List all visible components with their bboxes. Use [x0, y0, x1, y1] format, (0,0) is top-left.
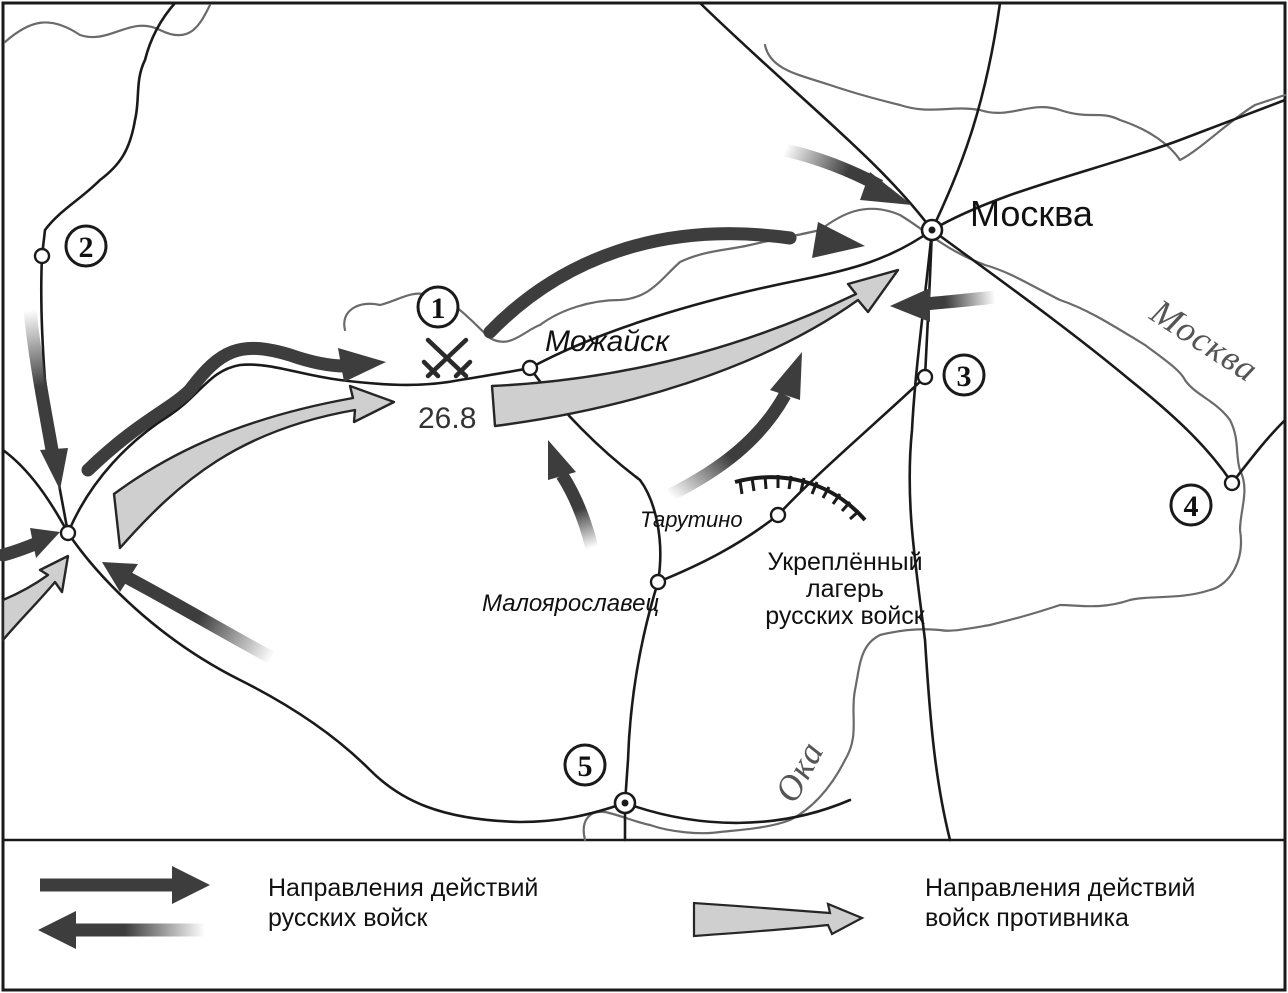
legend: Направления действий русских войск Напра… [38, 866, 1195, 949]
rivers [3, 3, 1287, 842]
marker-2: 2 [64, 224, 108, 268]
river-north-east [763, 43, 1287, 162]
road-moscow-southeast [930, 228, 1234, 485]
city-dots [33, 218, 1241, 815]
road-malo-tarutino [656, 513, 780, 584]
russian-arrow-moscow-east [924, 290, 996, 311]
city-dot-icon [613, 791, 637, 815]
russian-arrow-mozhaysk-moscow [483, 227, 797, 339]
river-oka-bend [582, 810, 652, 842]
road-moscow-north [930, 1, 1002, 232]
label-tarutino: Тарутино [640, 507, 743, 532]
town-dot-4 [1223, 474, 1241, 492]
svg-text:3: 3 [957, 360, 972, 393]
russian-arrowhead-mozhaysk-moscow [812, 222, 865, 258]
road-north-west [40, 1, 177, 258]
river-north-west [3, 3, 212, 44]
russian-arrow-malo-north [556, 471, 599, 550]
label-camp-1: Укреплённый [767, 548, 922, 576]
enemy-arrow-west-edge [1, 554, 70, 642]
russian-arrow-west-borodino [81, 342, 352, 477]
russian-arrowhead-west-edge [30, 528, 60, 558]
road-sw-loop [66, 531, 627, 824]
russian-arrowhead-north-south [40, 448, 68, 490]
marker-4: 4 [1169, 483, 1213, 527]
river-moskva-upper [343, 207, 1246, 835]
town-dot-mozhaysk [521, 359, 539, 377]
svg-text:4: 4 [1184, 490, 1199, 523]
crossed-swords-icon [421, 337, 473, 379]
legend-russian-arrow-solid [40, 866, 210, 904]
russian-faded-movements [23, 143, 996, 664]
road-malo-south [623, 580, 660, 842]
road-west-moscow [66, 228, 934, 535]
marker-3: 3 [942, 353, 986, 397]
russian-movements [0, 222, 865, 562]
label-camp-3: русских войск [765, 602, 926, 630]
russian-arrow-north-south [23, 309, 59, 452]
town-dot-west [59, 524, 77, 542]
road-moscow-south [908, 228, 952, 842]
label-moscow: Москва [970, 193, 1094, 234]
legend-russian-line2: русских войск [268, 904, 429, 932]
road-west-exit [1, 448, 70, 535]
label-battle-date: 26.8 [418, 402, 476, 435]
town-dot-3 [916, 368, 934, 386]
legend-enemy-line2: войск противника [925, 904, 1129, 932]
russian-arrowhead-southwest [102, 562, 138, 592]
label-camp-2: лагерь [806, 575, 884, 603]
road-east-exit [1230, 418, 1287, 485]
road-south-east [623, 798, 852, 825]
russian-arrowhead-west-borodino [338, 348, 386, 382]
enemy-arrow-mozhaysk-moscow [490, 268, 900, 428]
russian-arrow-west-edge [0, 537, 42, 562]
russian-arrowhead-malo-north [548, 440, 576, 480]
marker-5: 5 [563, 743, 607, 787]
town-dot-tarutino [769, 506, 787, 524]
road-tarutino-3 [776, 375, 927, 517]
town-dot-maloyaroslavets [649, 573, 667, 591]
svg-text:5: 5 [578, 750, 593, 783]
legend-russian-line1: Направления действий [268, 874, 538, 902]
russian-arrowhead-moscow-east [890, 288, 930, 322]
numbered-markers: 1 2 3 4 5 [64, 224, 1213, 787]
marker-1: 1 [416, 285, 460, 329]
russian-arrowhead-tarutino-march [770, 352, 802, 400]
road-moscow-northeast [930, 98, 1287, 232]
road-moscow-northwest [698, 1, 934, 232]
russian-arrowhead-retreat-moscow-west [860, 172, 912, 205]
russian-arrow-tarutino-march [667, 391, 791, 501]
enemy-arrow-west-main [112, 384, 396, 550]
enemy-movements [1, 268, 900, 642]
russian-arrow-southwest [124, 572, 276, 664]
legend-enemy-line1: Направления действий [925, 874, 1195, 902]
label-mozhaysk: Можайск [545, 325, 671, 358]
fortification-icon [734, 475, 867, 522]
legend-enemy-arrow [692, 901, 865, 938]
city-dot-icon [920, 218, 944, 242]
label-maloyaroslavets: Малоярославец [482, 590, 659, 617]
svg-text:1: 1 [431, 292, 446, 325]
legend-russian-arrow-faded [38, 911, 205, 949]
svg-text:2: 2 [79, 231, 94, 264]
town-dot-2 [33, 247, 51, 265]
